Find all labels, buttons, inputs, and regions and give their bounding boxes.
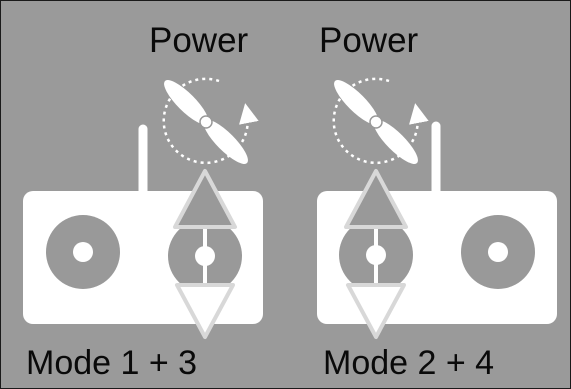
down-arrow-icon	[175, 283, 235, 339]
down-arrow-icon	[346, 283, 406, 339]
right-stick	[461, 215, 535, 289]
up-arrow-icon	[344, 169, 408, 229]
mode-label-right: Mode 2 + 4	[323, 344, 495, 382]
left-stick	[46, 215, 120, 289]
mode-label-left: Mode 1 + 3	[26, 344, 198, 382]
power-label-right: Power	[319, 21, 419, 60]
propeller-icon	[334, 80, 418, 164]
panel-mode-1-3	[23, 77, 263, 339]
panel-mode-2-4	[317, 77, 557, 339]
throttle-stick-icon	[339, 218, 413, 292]
power-label-left: Power	[149, 21, 249, 60]
throttle-stick-icon	[168, 219, 242, 293]
up-arrow-icon	[173, 169, 237, 229]
propeller-icon	[164, 80, 248, 164]
